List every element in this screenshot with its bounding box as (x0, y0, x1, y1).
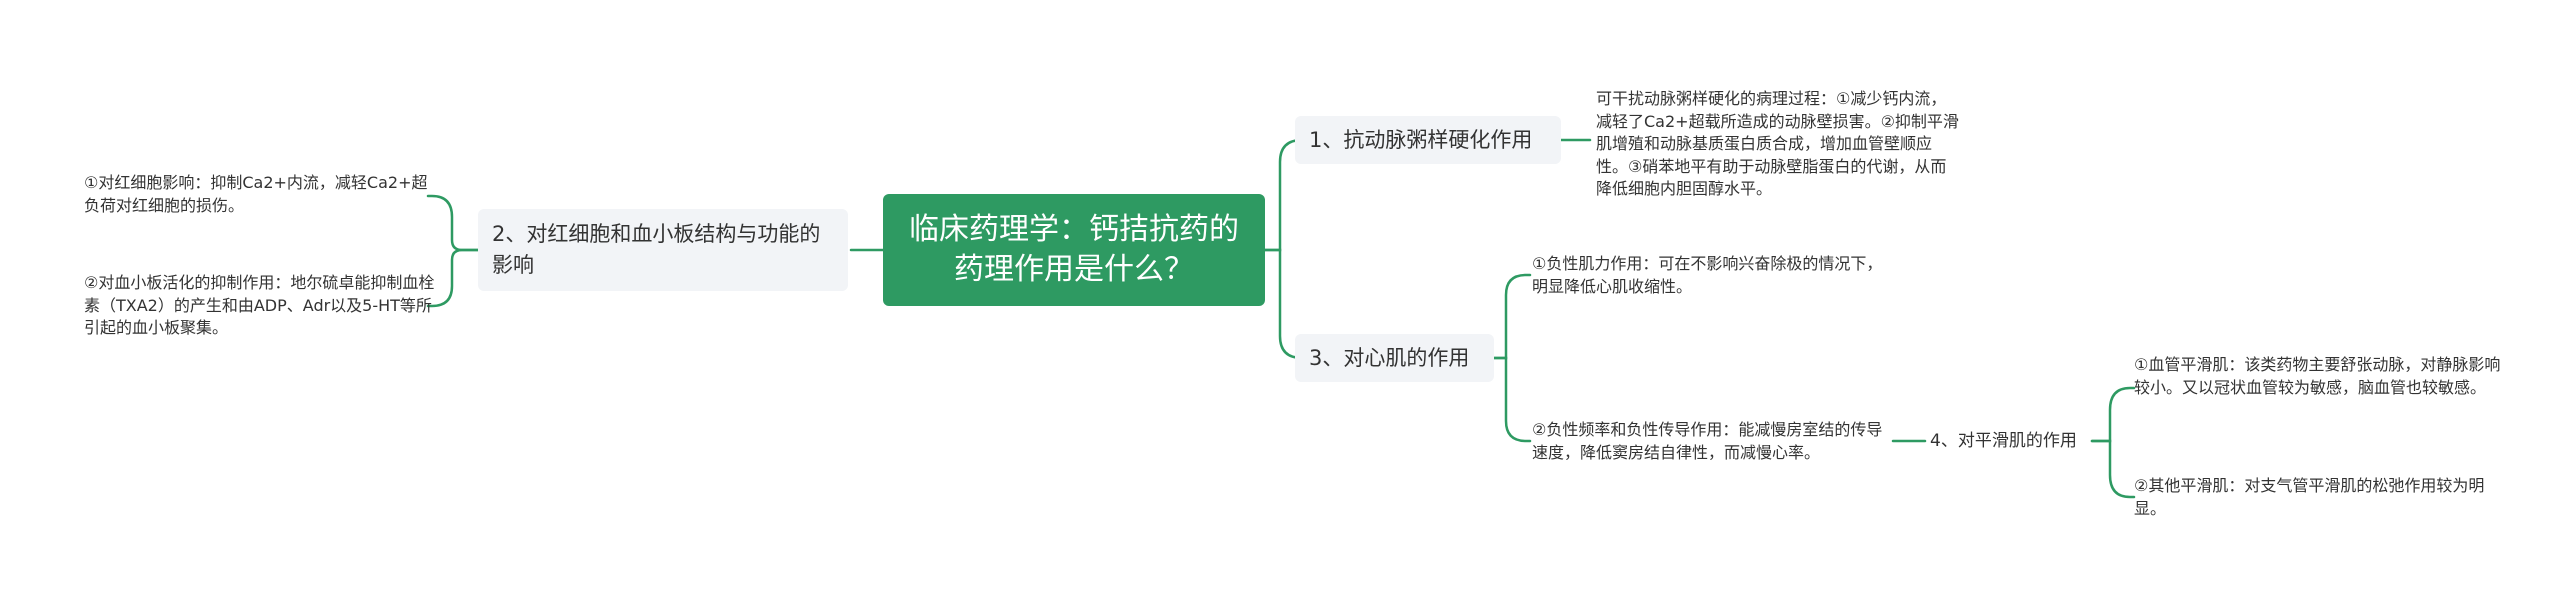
branch-label: 1、抗动脉粥样硬化作用 (1309, 127, 1533, 152)
root-topic-label: 临床药理学：钙拮抗药的药理作用是什么？ (909, 212, 1239, 287)
branch-label: 3、对心肌的作用 (1309, 345, 1470, 370)
branch-rbc-platelet[interactable]: 2、对红细胞和血小板结构与功能的影响 (478, 209, 848, 291)
branch-label: 2、对红细胞和血小板结构与功能的影响 (492, 222, 821, 277)
subtopic-smooth-muscle[interactable]: 4、对平滑肌的作用 (1930, 429, 2100, 453)
connector-b3-leaf2 (1492, 356, 1532, 443)
connector-b2-leaf1 (426, 194, 480, 252)
connector-b2-leaf2 (426, 248, 480, 308)
leaf-text: ②其他平滑肌：对支气管平滑肌的松弛作用较为明显。 (2134, 476, 2485, 518)
connector-b4-leaf1 (2090, 386, 2136, 443)
leaf-rbc-effect: ①对红细胞影响：抑制Ca2+内流，减轻Ca2+超负荷对红细胞的损伤。 (84, 172, 429, 217)
leaf-text: ②对血小板活化的抑制作用：地尔硫卓能抑制血栓素（TXA2）的产生和由ADP、Ad… (84, 273, 435, 337)
branch-myocardium[interactable]: 3、对心肌的作用 (1295, 334, 1494, 382)
connector-b3-leaf1 (1492, 273, 1532, 360)
leaf-platelet-inhibition: ②对血小板活化的抑制作用：地尔硫卓能抑制血栓素（TXA2）的产生和由ADP、Ad… (84, 272, 440, 340)
connector-b4-leaf2 (2090, 439, 2136, 499)
leaf-negative-chronotropy: ②负性频率和负性传导作用：能减慢房室结的传导速度，降低窦房结自律性，而减慢心率。 (1532, 419, 1892, 464)
leaf-other-smooth-muscle: ②其他平滑肌：对支气管平滑肌的松弛作用较为明显。 (2134, 475, 2504, 520)
subtopic-label: 4、对平滑肌的作用 (1930, 431, 2077, 451)
leaf-vascular-smooth-muscle: ①血管平滑肌：该类药物主要舒张动脉，对静脉影响较小。又以冠状血管较为敏感，脑血管… (2134, 354, 2504, 399)
branch-antiatherosclerosis[interactable]: 1、抗动脉粥样硬化作用 (1295, 116, 1561, 164)
root-topic[interactable]: 临床药理学：钙拮抗药的药理作用是什么？ (883, 194, 1265, 306)
leaf-antiatherosclerosis-detail: 可干扰动脉粥样硬化的病理过程：①减少钙内流，减轻了Ca2+超载所造成的动脉壁损害… (1596, 88, 1961, 201)
leaf-text: 可干扰动脉粥样硬化的病理过程：①减少钙内流，减轻了Ca2+超载所造成的动脉壁损害… (1596, 89, 1959, 198)
leaf-text: ①血管平滑肌：该类药物主要舒张动脉，对静脉影响较小。又以冠状血管较为敏感，脑血管… (2134, 355, 2501, 397)
leaf-negative-inotropy: ①负性肌力作用：可在不影响兴奋除极的情况下，明显降低心肌收缩性。 (1532, 253, 1892, 298)
leaf-text: ②负性频率和负性传导作用：能减慢房室结的传导速度，降低窦房结自律性，而减慢心率。 (1532, 420, 1883, 462)
leaf-text: ①负性肌力作用：可在不影响兴奋除极的情况下，明显降低心肌收缩性。 (1532, 254, 1883, 296)
leaf-text: ①对红细胞影响：抑制Ca2+内流，减轻Ca2+超负荷对红细胞的损伤。 (84, 173, 428, 215)
